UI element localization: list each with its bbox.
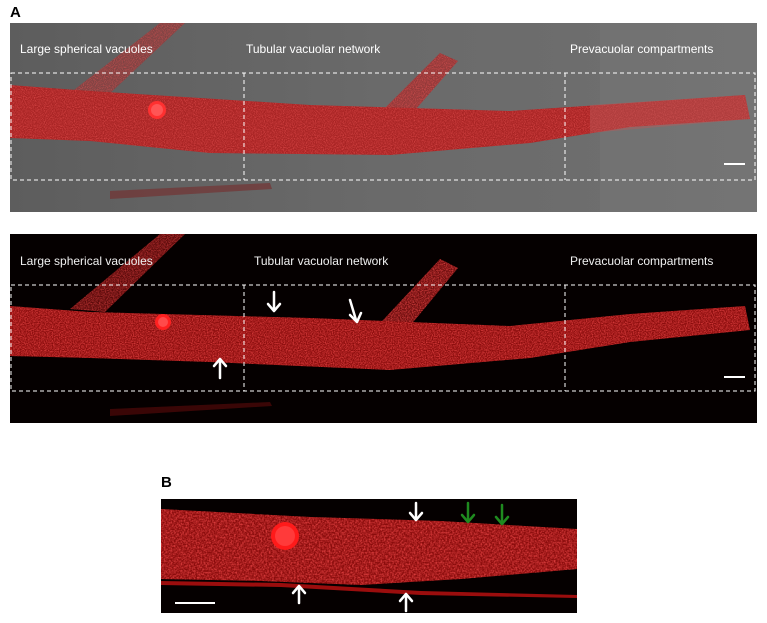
arrow-down-green-icon [494,503,510,526]
panel-letter-a: A [10,4,21,21]
panel-letter-b: B [161,474,172,491]
arrow-down-icon [266,290,282,313]
arrow-up-icon [398,592,414,613]
label-tubular-network-bottom: Tubular vacuolar network [254,254,389,268]
fluorescence-micrograph [10,234,757,423]
label-tubular-network-top: Tubular vacuolar network [246,42,381,56]
label-large-vacuoles-top: Large spherical vacuoles [20,42,153,56]
arrow-up-icon [291,584,307,605]
arrow-down-icon [408,501,424,522]
scale-bar [724,376,745,378]
arrow-down-green-icon [460,501,476,524]
arrow-up-icon [212,357,228,380]
label-large-vacuoles-bottom: Large spherical vacuoles [20,254,153,268]
label-prevacuolar-bottom: Prevacuolar compartments [570,254,714,268]
scale-bar [175,602,215,604]
label-prevacuolar-top: Prevacuolar compartments [570,42,714,56]
enlarged-micrograph [161,499,577,613]
scale-bar [724,163,745,165]
arrow-down-icon [348,298,363,324]
merged-micrograph [10,23,757,212]
